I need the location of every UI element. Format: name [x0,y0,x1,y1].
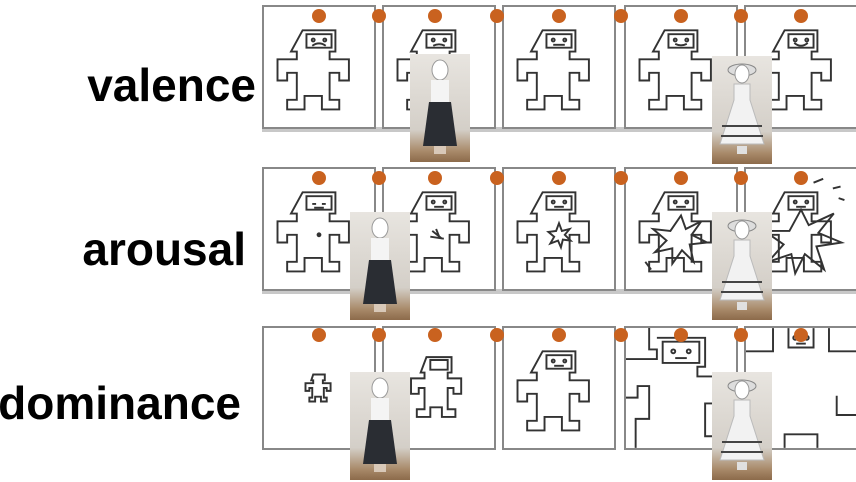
photo-dark-skirt-arousal [350,212,410,320]
scale-dot[interactable] [614,328,628,342]
sam-panel-arousal-3[interactable] [502,167,616,291]
scale-dot[interactable] [794,9,808,23]
photo-white-dress-arousal [712,212,772,320]
scale-dot[interactable] [428,328,442,342]
scale-dot[interactable] [674,328,688,342]
scale-dot[interactable] [674,9,688,23]
scale-dot[interactable] [312,171,326,185]
scale-dot[interactable] [490,328,504,342]
sam-panel-valence-1[interactable] [262,5,376,129]
scale-dot[interactable] [312,328,326,342]
scale-dot[interactable] [734,9,748,23]
scale-dot[interactable] [794,328,808,342]
scale-dot[interactable] [614,9,628,23]
photo-white-dress-dominance [712,372,772,480]
row-label-arousal: arousal [82,223,246,275]
row-label-valence: valence [87,59,256,111]
scale-dot[interactable] [372,9,386,23]
scale-dot[interactable] [490,171,504,185]
photo-dark-skirt-valence [410,54,470,162]
scale-dot[interactable] [794,171,808,185]
scale-dot[interactable] [372,171,386,185]
photo-dark-skirt-dominance [350,372,410,480]
scale-dot[interactable] [428,171,442,185]
sam-panel-valence-3[interactable] [502,5,616,129]
scale-dot[interactable] [674,171,688,185]
row-label-dominance: dominance [0,377,241,429]
sam-panel-dominance-3[interactable] [502,326,616,450]
scale-dot[interactable] [312,9,326,23]
scale-dot[interactable] [490,9,504,23]
scale-dot[interactable] [614,171,628,185]
scale-dot[interactable] [552,9,566,23]
scale-dot[interactable] [372,328,386,342]
scale-dot[interactable] [734,171,748,185]
scale-dot[interactable] [428,9,442,23]
scale-dot[interactable] [552,328,566,342]
photo-white-dress-valence [712,56,772,164]
scale-dot[interactable] [552,171,566,185]
scale-dot[interactable] [734,328,748,342]
